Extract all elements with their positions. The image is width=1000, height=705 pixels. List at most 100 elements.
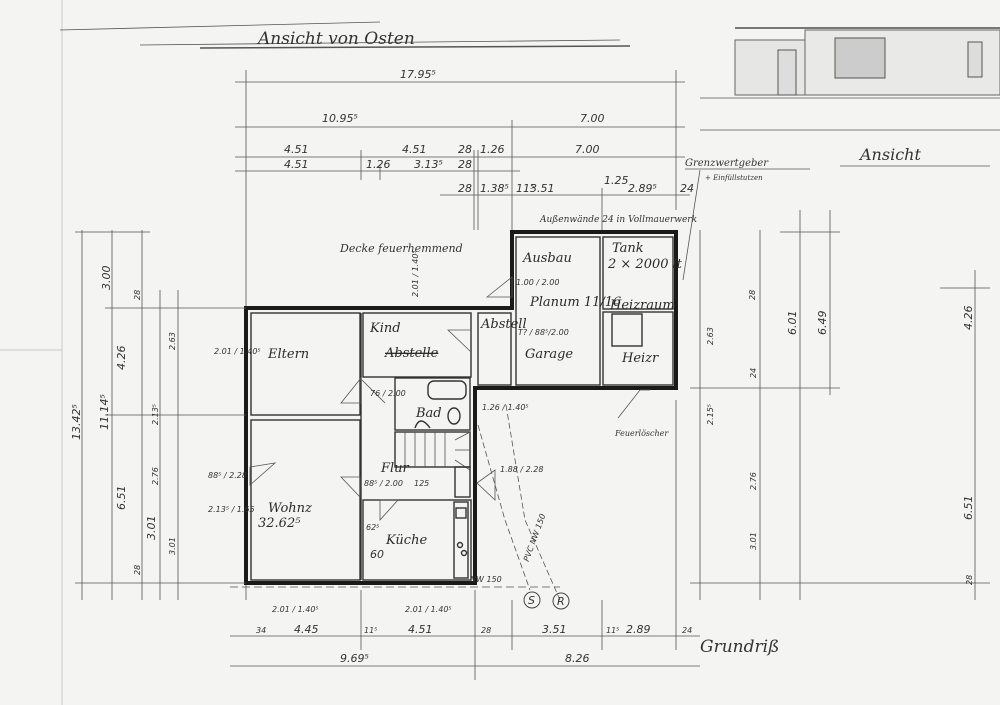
dimension-label: 8.26 [565,652,590,665]
dimension-label: 28 [133,565,142,575]
room-tank: Tank [612,241,644,256]
opening-labels: 2.01 / 1.40⁵ 2.01 / 1.40⁵ 88⁵ / 2.28 2.1… [208,250,569,614]
fire-extinguisher-note: Feuerlöscher [614,429,669,438]
dimension-label: 4.51 [408,623,433,636]
dimension-label: 1.88 / 2.28 [500,465,543,474]
dimension-label: S [528,594,535,607]
dimension-label: 125 [414,479,429,488]
room-kueche: Küche [385,533,427,548]
level-sensor-note: Grenzwertgeber [685,158,769,169]
bottom-dimensions: 34 4.45 11⁵ 4.51 28 3.51 11⁵ 2.89 24 9.6… [230,400,779,680]
dimension-label: 3.01 [168,537,177,555]
exterior-wall-note: Außenwände 24 in Vollmauerwerk [539,215,697,225]
dimension-label: 2.76 [151,467,160,485]
dimension-label: 28 [458,182,472,195]
dimension-label: R [557,595,565,608]
dimension-label: 1.25 [604,174,629,187]
dimension-label: 17.95⁵ [400,68,436,81]
dimension-label: 2.01 / 1.40⁵ [411,250,420,297]
side-elevation-title: Ansicht [858,145,921,164]
dimension-label: 1.26 [366,158,391,171]
dimension-label: 2 × 2000 lt [607,257,683,272]
ceiling-note: Decke feuerhemmend [339,242,463,255]
room-eltern: Eltern [267,347,309,362]
dimension-label: 2.89⁵ [628,182,657,195]
room-heizr: Heizr [621,351,659,366]
sink [414,420,431,429]
room-bad: Bad [415,406,442,421]
dimension-label: 62⁵ [366,523,379,532]
dimension-label: 11⁵ [364,626,377,635]
dimension-label: 2.76 [749,472,758,490]
dimension-label: 1.26 [480,143,505,156]
dimension-label: 2.63 [706,327,715,345]
dimension-label: 4.51 [402,143,427,156]
dimension-label: 7.00 [580,112,605,125]
dimension-label: 3.51 [530,182,555,195]
dimension-label: 4.51 [284,158,309,171]
dimension-label: 88⁵ / 2.00 [364,479,403,488]
interior-walls [250,236,674,581]
plan-title: Grundriß [700,637,779,657]
dimension-label: 34 [256,626,266,635]
dimension-label: 24 [680,182,694,195]
dimension-label: 6.51 [962,496,975,521]
dimension-label: 2.89 [626,623,651,636]
room-flur: Flur [380,461,410,476]
dimension-label: 2.01 / 1.40⁵ [272,605,319,614]
dimension-label: 6.51 [115,486,128,511]
left-dimensions: 13.42⁵ 11.14⁵ 3.00 4.26 6.51 3.01 28 28 … [70,230,246,600]
dimension-label: 4.45 [294,623,319,636]
top-dimensions: 17.95⁵ 10.95⁵ 7.00 4.51 4.51 28 1.26 7.0… [235,68,694,600]
dimension-label: Heizraum [609,298,675,313]
toilet [447,407,461,425]
room-ausbau: Ausbau [522,251,572,266]
elevation-title: Ansicht von Osten [256,29,415,49]
dimension-label: 28 [748,290,757,300]
dimension-label: 11⁵ [516,182,534,195]
dimension-label: 1.38⁵ [480,182,509,195]
elevation-sketch: Ansicht [700,27,1000,167]
room-abstell: Abstell [480,317,527,332]
dimension-label: NW 150 [470,575,502,584]
dimension-label: 1.00 / 2.00 [516,278,559,287]
dimension-label: 3.13⁵ [414,158,443,171]
dimension-label: T? / 88⁵/2.00 [518,328,569,337]
dimension-label: 24 [749,368,758,378]
dimension-label: 1.26 / 1.40⁵ [482,403,529,412]
dimension-label: 2.13⁵ [151,404,160,425]
dimension-label: 28 [458,143,472,156]
dimension-label: 28 [965,575,974,585]
dimension-label: 76 / 2.00 [370,389,406,398]
sewer-markers: S R [523,591,570,610]
dimension-label: 88⁵ / 2.28 [208,471,247,480]
dimension-label: 6.49 [816,311,829,336]
room-garage: Garage [525,347,573,362]
dimension-label: 4.26 [962,306,975,331]
kitchen-counter [453,501,469,579]
room-wohnz: Wohnz [268,501,312,516]
dimension-label: 2.63 [168,332,177,350]
room-kind: Kind [369,321,401,336]
right-dimensions: 6.49 6.01 4.26 6.51 28 24 2.63 2.15⁵ 2.7… [690,210,990,600]
door-swings [230,276,650,601]
dimension-label: 24 [682,626,692,635]
dimension-label: 3.01 [749,532,758,550]
dimension-label: + Einfüllstutzen [705,174,763,182]
dimension-label: 11⁵ [606,626,619,635]
dimension-label: 3.01 [145,516,158,541]
dimension-label: 3.00 [100,266,113,291]
dimension-label: 10.95⁵ [322,112,358,125]
dimension-label: Abstelle [384,346,439,361]
exterior-walls [244,230,678,585]
dimension-label: 60 [370,548,384,561]
dimension-label: 7.00 [575,143,600,156]
title-block: Ansicht von Osten [59,21,631,49]
dimension-label: 2.13⁵ / 1.65 [208,505,255,514]
dimension-label: Planum 11/16 [529,295,621,310]
dimension-label: 13.42⁵ [70,404,83,440]
dimension-label: 2.15⁵ [706,404,715,425]
dimension-label: 6.01 [786,311,799,336]
dimension-label: 4.51 [284,143,309,156]
